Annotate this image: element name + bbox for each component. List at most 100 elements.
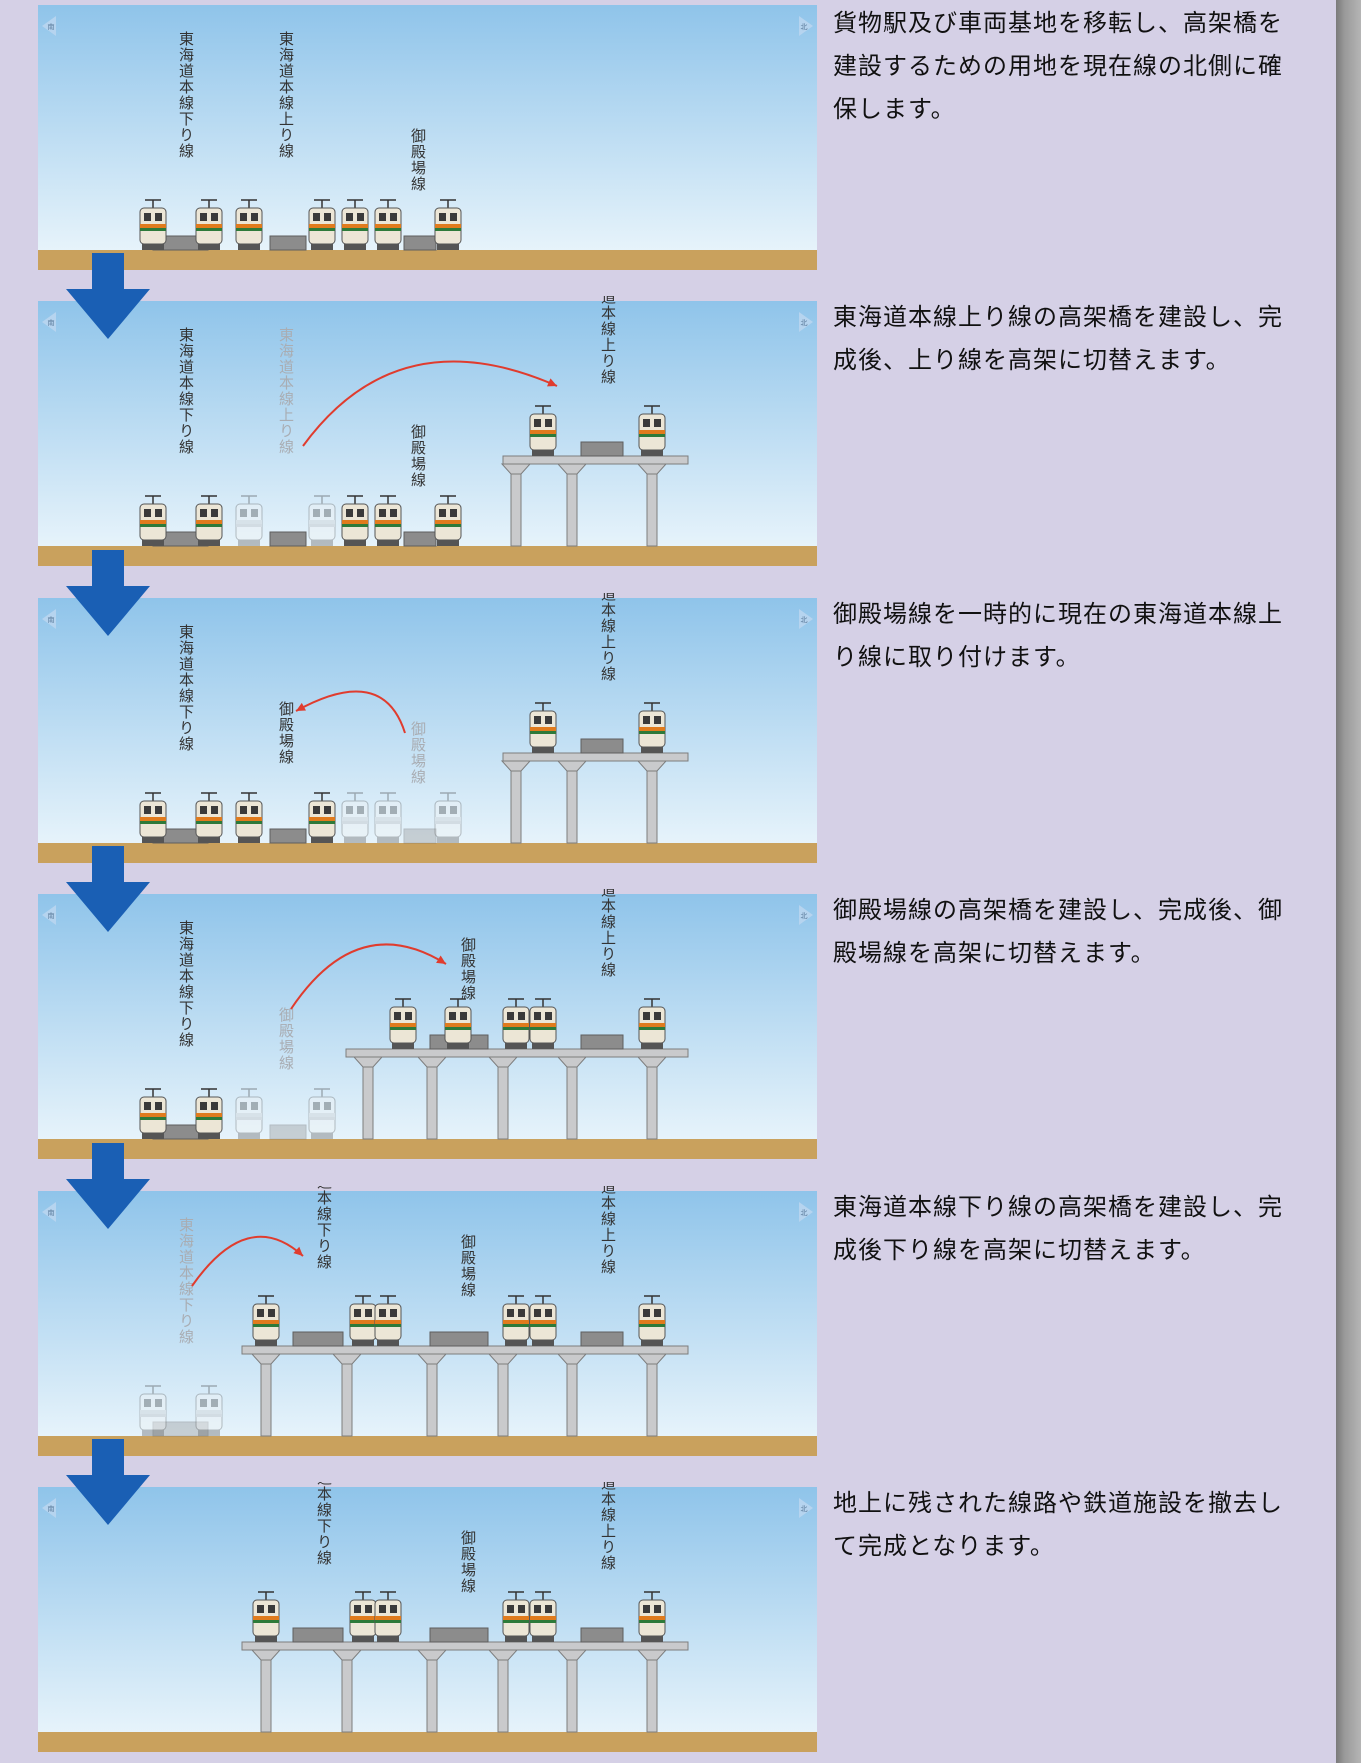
svg-text:南: 南 xyxy=(48,1504,55,1513)
step-2-description: 東海道本線上り線の高架橋を建設し、完成後、上り線を高架に切替えます。 xyxy=(833,303,1283,374)
shift-arrow xyxy=(295,690,406,734)
platform xyxy=(292,1331,344,1347)
ground xyxy=(38,1732,817,1752)
train-icon xyxy=(529,998,557,1049)
step-6-description: 地上に残された線路や鉄道施設を撤去して完成となります。 xyxy=(833,1489,1283,1560)
train-icon xyxy=(252,1295,280,1346)
train-icon xyxy=(235,792,263,843)
track-label: 東海道本線下り線 xyxy=(177,327,195,455)
track-label: 東海道本線上り線 xyxy=(599,296,617,385)
train-icon xyxy=(374,199,402,250)
down-arrow-icon xyxy=(66,1439,150,1525)
platform xyxy=(580,1331,624,1347)
viaduct xyxy=(241,1641,689,1733)
step-5-description: 東海道本線下り線の高架橋を建設し、完成後下り線を高架に切替えます。 xyxy=(833,1193,1283,1264)
down-arrow-icon xyxy=(66,253,150,339)
train-icon xyxy=(252,1591,280,1642)
train-icon xyxy=(638,1591,666,1642)
train-icon xyxy=(529,405,557,456)
train-icon xyxy=(638,998,666,1049)
stage-5-diagram: 南北東海道本線下り線東海道本線下り線御殿場線東海道本線上り線 xyxy=(38,1186,817,1459)
stage-6-diagram: 南北東海道本線下り線御殿場線東海道本線上り線 xyxy=(38,1482,817,1755)
train-icon xyxy=(502,1295,530,1346)
north-marker-icon: 北 xyxy=(799,312,813,332)
train-icon xyxy=(308,495,336,546)
train-icon xyxy=(341,199,369,250)
track-label: 御殿場線 xyxy=(459,1234,477,1298)
track-label: 御殿場線 xyxy=(409,128,427,192)
track-label: 御殿場線 xyxy=(277,1007,295,1071)
track-label: 東海道本線上り線 xyxy=(277,327,295,455)
track-label: 東海道本線下り線 xyxy=(177,920,195,1048)
svg-text:北: 北 xyxy=(801,616,808,624)
platform xyxy=(403,531,437,547)
train-icon xyxy=(529,1591,557,1642)
train-icon xyxy=(638,702,666,753)
platform xyxy=(269,1124,307,1140)
track-label: 御殿場線 xyxy=(277,701,295,765)
train-icon xyxy=(308,792,336,843)
viaduct xyxy=(500,455,689,547)
south-marker-icon: 南 xyxy=(42,1498,56,1518)
north-marker-icon: 北 xyxy=(799,1202,813,1222)
track-label: 御殿場線 xyxy=(459,937,477,1001)
track-label: 東海道本線上り線 xyxy=(599,593,617,682)
platform xyxy=(292,1627,344,1643)
train-icon xyxy=(434,199,462,250)
train-icon xyxy=(195,792,223,843)
north-marker-icon: 北 xyxy=(799,905,813,925)
train-icon xyxy=(529,702,557,753)
train-icon xyxy=(195,1088,223,1139)
track-label: 東海道本線上り線 xyxy=(277,31,295,159)
train-icon xyxy=(139,495,167,546)
train-icon xyxy=(195,495,223,546)
train-icon xyxy=(139,1088,167,1139)
platform xyxy=(580,441,624,457)
south-marker-icon: 南 xyxy=(42,905,56,925)
train-icon xyxy=(434,792,462,843)
train-icon xyxy=(235,495,263,546)
train-icon xyxy=(349,1591,377,1642)
svg-text:北: 北 xyxy=(801,1209,808,1217)
platform xyxy=(269,531,307,547)
down-arrow-icon xyxy=(66,1143,150,1229)
ground xyxy=(38,1436,817,1456)
stage-3-diagram: 南北東海道本線下り線御殿場線御殿場線東海道本線上り線 xyxy=(38,593,817,866)
train-icon xyxy=(444,998,472,1049)
train-icon xyxy=(195,199,223,250)
track-label: 御殿場線 xyxy=(409,424,427,488)
platform xyxy=(403,828,437,844)
track-label: 東海道本線上り線 xyxy=(599,1482,617,1571)
south-marker-icon: 南 xyxy=(42,1202,56,1222)
step-4-description: 御殿場線の高架橋を建設し、完成後、御殿場線を高架に切替えます。 xyxy=(833,896,1283,967)
north-marker-icon: 北 xyxy=(799,1498,813,1518)
shift-arrow xyxy=(290,943,447,1010)
platform xyxy=(429,1331,489,1347)
train-icon xyxy=(374,495,402,546)
train-icon xyxy=(638,405,666,456)
shift-arrow xyxy=(191,1235,304,1287)
svg-text:北: 北 xyxy=(801,319,808,327)
viaduct xyxy=(345,1048,689,1140)
viaduct xyxy=(500,752,689,844)
train-icon xyxy=(502,998,530,1049)
train-icon xyxy=(308,1088,336,1139)
svg-text:北: 北 xyxy=(801,1505,808,1513)
svg-text:北: 北 xyxy=(801,23,808,31)
track-label: 東海道本線上り線 xyxy=(599,1186,617,1275)
train-icon xyxy=(235,199,263,250)
train-icon xyxy=(349,1295,377,1346)
train-icon xyxy=(502,1591,530,1642)
platform xyxy=(152,1421,209,1437)
viaduct xyxy=(241,1345,689,1437)
train-icon xyxy=(341,495,369,546)
sky xyxy=(38,301,817,551)
track-label: 東海道本線下り線 xyxy=(315,1482,333,1566)
svg-text:南: 南 xyxy=(48,911,55,920)
train-icon xyxy=(374,1295,402,1346)
train-icon xyxy=(374,1591,402,1642)
train-icon xyxy=(139,792,167,843)
down-arrow-icon xyxy=(66,846,150,932)
platform xyxy=(269,235,307,251)
svg-text:南: 南 xyxy=(48,318,55,327)
